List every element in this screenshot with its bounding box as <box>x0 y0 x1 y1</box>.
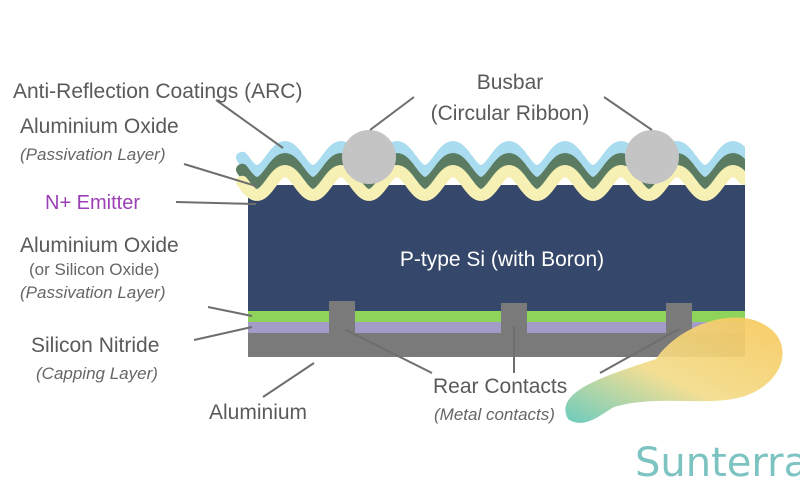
logo-wordmark: Sunterra <box>635 440 800 486</box>
p-type-silicon-layer <box>248 185 745 311</box>
leader-emitter <box>175 201 257 205</box>
label-silicon-nitride: Silicon Nitride <box>31 334 159 357</box>
label-aluminium: Aluminium <box>209 401 307 424</box>
logo-drop-icon <box>565 317 783 423</box>
leader-al-oxide-rear <box>207 306 253 317</box>
label-rear-contacts: Rear Contacts <box>433 375 567 398</box>
label-p-type: P-type Si (with Boron) <box>400 248 604 271</box>
rear-contact-3 <box>666 303 692 334</box>
rear-contact-1 <box>329 301 355 334</box>
label-silicon-nitride-sub: (Capping Layer) <box>36 364 158 383</box>
leader-silicon-nitride <box>193 326 253 341</box>
busbar-left <box>342 130 396 184</box>
label-busbar-sub: (Circular Ribbon) <box>431 102 590 125</box>
leader-aluminium <box>262 362 315 398</box>
label-busbar: Busbar <box>477 71 544 94</box>
leader-busbar-left <box>369 96 415 131</box>
label-al-oxide-front-sub: (Passivation Layer) <box>20 145 166 164</box>
label-al-oxide-rear-alt: (or Silicon Oxide) <box>29 260 159 279</box>
label-arc: Anti-Reflection Coatings (ARC) <box>13 80 302 103</box>
n-emitter-layer <box>236 165 745 201</box>
label-al-oxide-rear: Aluminium Oxide <box>20 234 179 257</box>
label-emitter: N+ Emitter <box>45 192 140 214</box>
rear-passivation-layer <box>248 311 745 322</box>
leader-al-oxide-front <box>183 163 257 187</box>
label-rear-contacts-sub: (Metal contacts) <box>434 405 555 424</box>
leader-rear-contact-1 <box>345 329 433 374</box>
label-al-oxide-rear-sub: (Passivation Layer) <box>20 283 166 302</box>
silicon-nitride-layer <box>248 322 745 333</box>
leader-rear-contact-3 <box>599 328 680 374</box>
leader-busbar-right <box>603 96 653 131</box>
leader-arc <box>215 99 284 149</box>
busbar-right <box>625 130 679 184</box>
label-al-oxide-front: Aluminium Oxide <box>20 115 179 138</box>
